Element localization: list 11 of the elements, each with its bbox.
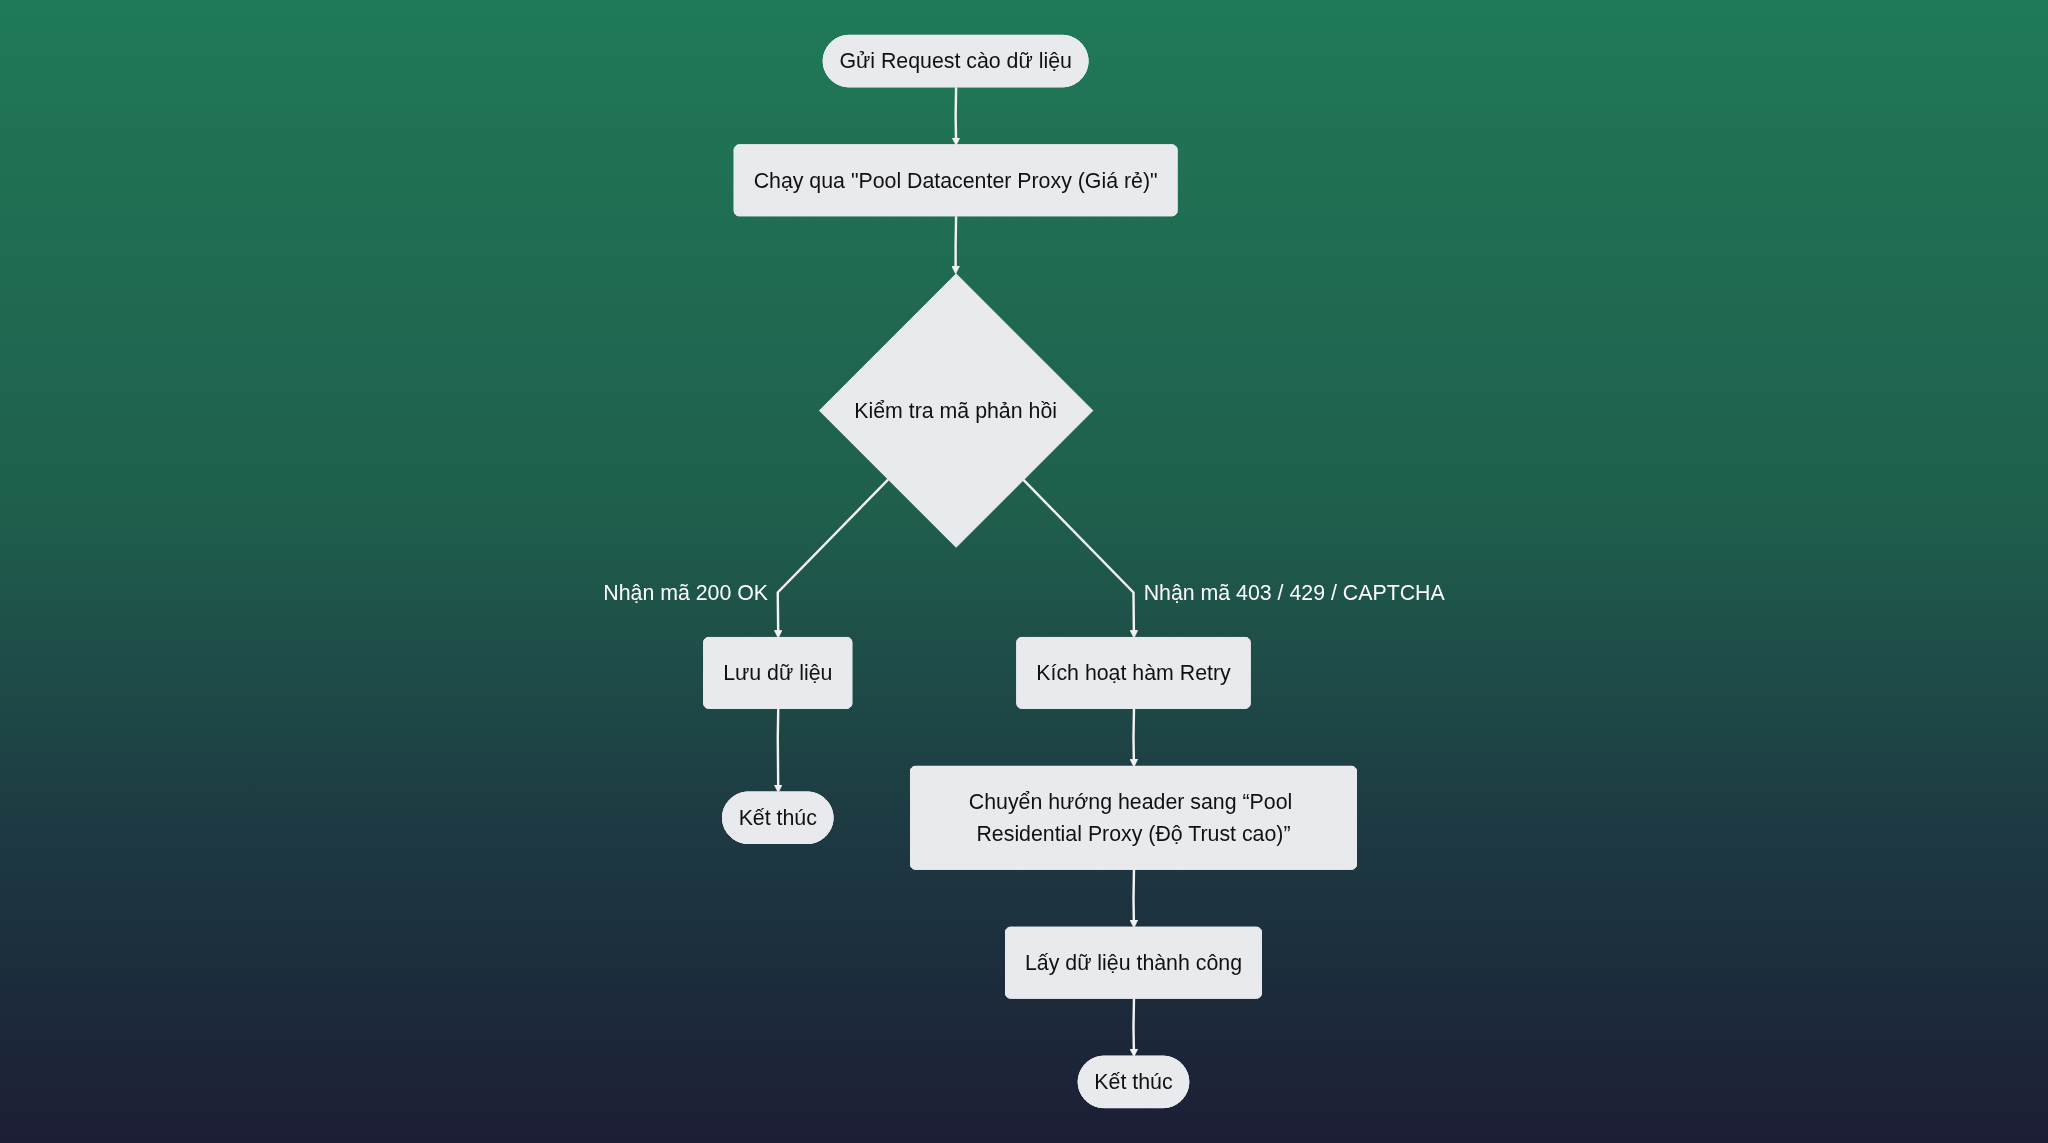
arrow [1129,998,1139,1058]
arrow [951,216,960,275]
arrow [1129,708,1139,768]
arrow [951,87,961,146]
edge-label: Nhận mã 200 OK [603,580,769,605]
node-diamond: Kiểm tra mã phản hồi [818,273,1094,548]
arrow [1022,478,1139,639]
arrow [773,708,783,793]
arrow [1129,869,1139,929]
arrow [773,478,889,639]
edge-label: Nhận mã 403 / 429 / CAPTCHA [1143,580,1445,605]
